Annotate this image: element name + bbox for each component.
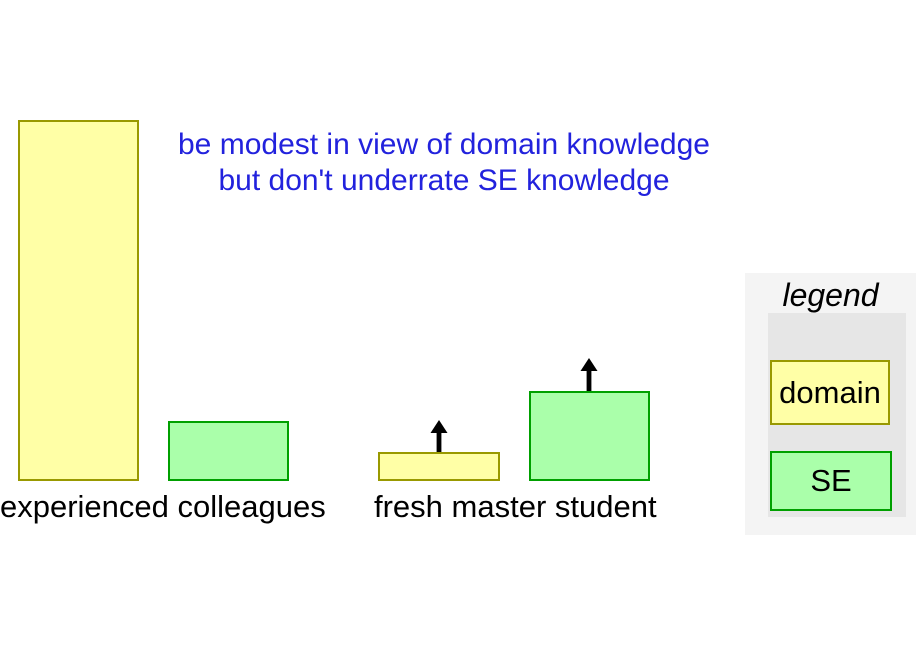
legend-panel: legend domain SE: [745, 273, 916, 535]
chart-title-line-2: but don't underrate SE knowledge: [218, 164, 670, 197]
bar-se-experienced-colleagues: [168, 421, 289, 481]
group-label-fresh-master-student: fresh master student: [374, 489, 657, 524]
up-arrow-icon: [580, 358, 598, 391]
legend-item-se-label: SE: [810, 463, 852, 498]
legend-item-domain-label: domain: [779, 374, 881, 410]
legend-item-se: SE: [770, 451, 892, 511]
chart-title: be modest in view of domain knowledge bu…: [114, 127, 774, 199]
legend-item-domain: domain: [770, 360, 890, 425]
bar-se-fresh-master-student: [529, 391, 650, 481]
bar-domain-fresh-master-student: [378, 452, 500, 481]
bar-domain-experienced-colleagues: [18, 120, 139, 481]
up-arrow-icon: [430, 420, 448, 453]
group-label-experienced-colleagues: experienced colleagues: [0, 489, 326, 524]
legend-title: legend: [782, 277, 879, 313]
chart-title-line-1: be modest in view of domain knowledge: [178, 128, 710, 161]
